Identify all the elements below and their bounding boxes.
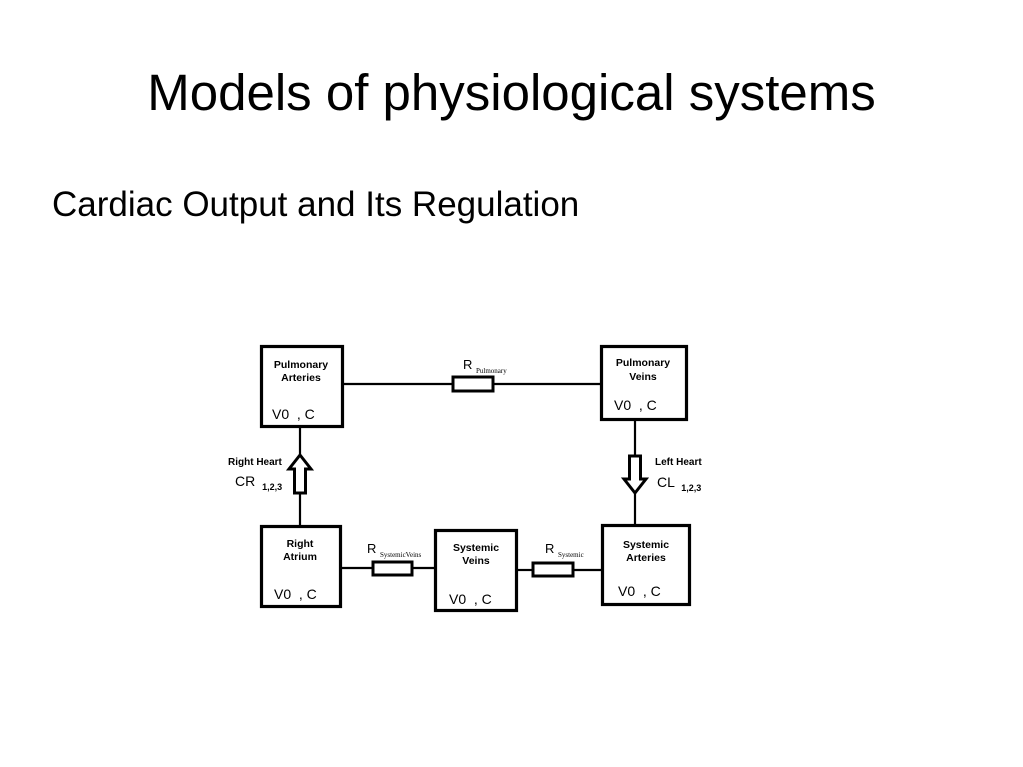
compartment-box	[259, 344, 345, 429]
pump-symbol-text: CR	[235, 473, 255, 489]
compartment-params: V0 , C	[274, 586, 317, 602]
compartment-params: V0 , C	[614, 397, 657, 413]
compartment-name-line1: Systemic	[623, 539, 669, 551]
compartment-systemic-arteries: Systemic Arteries V0 , C	[600, 523, 692, 607]
resistor-label: R SystemicVeins	[367, 541, 422, 559]
pump-left-heart: Left Heart CL 1,2,3	[620, 454, 702, 496]
resistor-subscript: SystemicVeins	[380, 551, 421, 559]
pump-subscript: 1,2,3	[262, 482, 282, 492]
pump-label: Left Heart	[655, 457, 702, 468]
pump-symbol-text: CL	[657, 474, 675, 490]
slide-title: Models of physiological systems	[147, 64, 876, 121]
compartment-name-line1: Pulmonary	[616, 357, 670, 369]
compartment-name-line2: Veins	[462, 555, 490, 567]
compartment-box	[599, 344, 689, 422]
pump-right-heart: Right Heart CR 1,2,3	[228, 452, 315, 495]
arrow-down-icon	[620, 454, 650, 496]
compartment-name-line2: Atrium	[283, 551, 317, 563]
resistor-symbol	[451, 375, 495, 393]
compartment-name-line2: Veins	[629, 371, 657, 383]
resistor-symbol-text: R	[367, 541, 376, 556]
compartment-name-line1: Right	[287, 538, 314, 550]
resistor-symbol	[531, 561, 575, 578]
compartment-params: V0 , C	[618, 583, 661, 599]
compartment-right-atrium: Right Atrium V0 , C	[259, 524, 343, 609]
compartment-systemic-veins: Systemic Veins V0 , C	[433, 528, 519, 613]
compartment-name-line1: Systemic	[453, 542, 499, 554]
arrow-up-icon	[285, 452, 315, 495]
resistor-label: R Systemic	[545, 541, 584, 559]
resistor-subscript: Pulmonary	[476, 367, 507, 375]
resistor-symbol-text: R	[545, 541, 554, 556]
compartment-box	[433, 528, 519, 613]
compartment-box	[600, 523, 692, 607]
resistor-symbol	[371, 560, 414, 577]
resistor-systemic-veins: R SystemicVeins	[367, 541, 422, 577]
resistor-subscript: Systemic	[558, 551, 584, 559]
slide-subtitle: Cardiac Output and Its Regulation	[52, 185, 580, 224]
resistor-systemic: R Systemic	[531, 541, 584, 578]
compartment-params: V0 , C	[272, 406, 315, 422]
compartment-params: V0 , C	[449, 591, 492, 607]
compartment-name-line2: Arteries	[281, 372, 321, 384]
compartment-name-line1: Pulmonary	[274, 359, 328, 371]
resistor-pulmonary: R Pulmonary	[451, 357, 507, 393]
pump-symbol: CL 1,2,3	[657, 474, 701, 493]
compartment-name-line2: Arteries	[626, 552, 666, 564]
resistor-symbol-text: R	[463, 357, 472, 372]
pump-label: Right Heart	[228, 457, 283, 468]
compartment-pulmonary-arteries: Pulmonary Arteries V0 , C	[259, 344, 345, 429]
compartment-box	[259, 524, 343, 609]
pump-symbol: CR 1,2,3	[235, 473, 282, 492]
compartment-pulmonary-veins: Pulmonary Veins V0 , C	[599, 344, 689, 422]
resistor-label: R Pulmonary	[463, 357, 507, 375]
pump-subscript: 1,2,3	[681, 483, 701, 493]
